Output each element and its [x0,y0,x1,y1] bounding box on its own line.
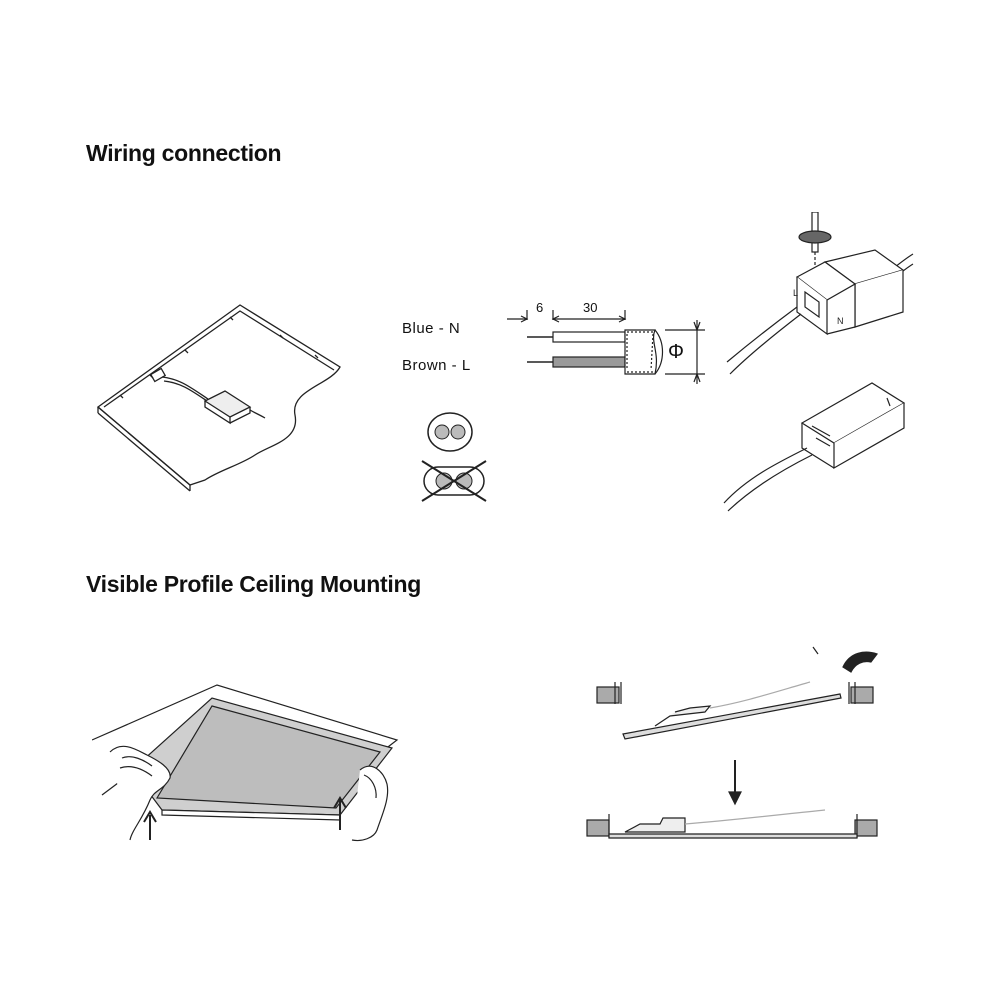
cross-section-mounting-illustration [586,646,878,839]
terminal-letter-N: N [837,316,844,326]
cable-section-incorrect-icon [421,460,487,502]
wire-strip-dimension-diagram: 6 30 Φ [507,300,705,384]
driver-terminal-closed-illustration [723,382,906,512]
hands-mounting-panel-illustration [92,684,399,842]
strip-length-6: 6 [536,300,543,315]
terminal-letter-L: L [793,288,798,298]
wiring-connection-heading: Wiring connection [86,140,282,166]
brown-live-label: Brown - L [402,357,471,374]
cable-section-correct-icon [427,412,473,452]
panel-with-driver-illustration [96,304,341,492]
ceiling-mounting-heading: Visible Profile Ceiling Mounting [86,571,421,597]
blue-neutral-label: Blue - N [402,320,461,337]
driver-terminal-open-illustration: L N [726,212,914,375]
diameter-symbol: Φ [668,341,684,363]
insulation-length-30: 30 [583,300,597,315]
